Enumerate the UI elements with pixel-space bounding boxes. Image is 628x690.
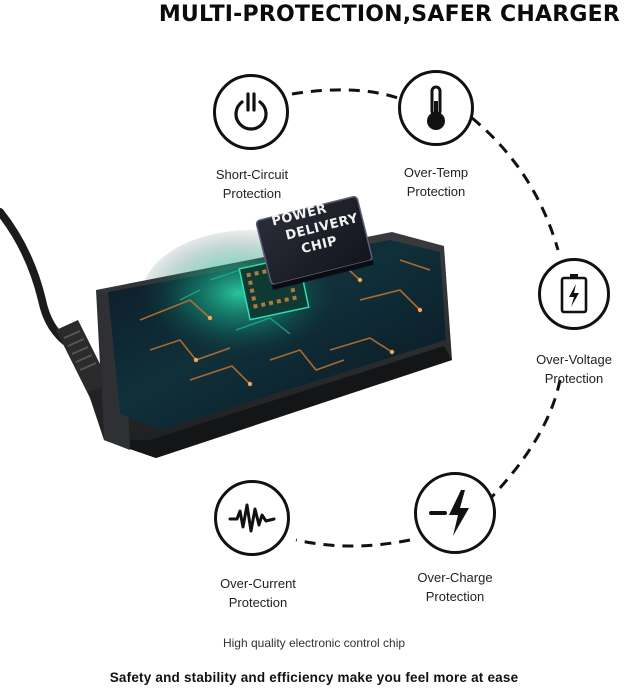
- power-delivery-chip: [255, 195, 374, 290]
- page-title: MULTI-PROTECTION,SAFER CHARGER: [158, 2, 620, 27]
- battery-bolt-icon: [560, 274, 588, 314]
- over-charge-label: Over-Charge Protection: [417, 570, 493, 604]
- waveform-icon: [228, 503, 276, 533]
- short-circuit-badge: [213, 74, 289, 150]
- chip-caption: High quality electronic control chip: [222, 636, 406, 650]
- power-icon: [234, 92, 268, 131]
- dashed-connector-ring: [291, 88, 562, 548]
- over-temp-label: Over-Temp Protection: [403, 165, 469, 199]
- short-circuit-label: Short-Circuit Protection: [215, 167, 289, 201]
- over-current-label: Over-Current Protection: [220, 576, 296, 610]
- footer-tagline: Safety and stability and efficiency make…: [109, 670, 519, 685]
- over-charge-badge: [414, 472, 496, 554]
- over-voltage-label: Over-Voltage Protection: [536, 352, 612, 386]
- lightning-icon: [429, 490, 469, 536]
- over-current-badge: [214, 480, 290, 556]
- thermometer-icon: [427, 85, 445, 130]
- over-voltage-badge: [538, 258, 610, 330]
- over-temp-badge: [398, 70, 474, 146]
